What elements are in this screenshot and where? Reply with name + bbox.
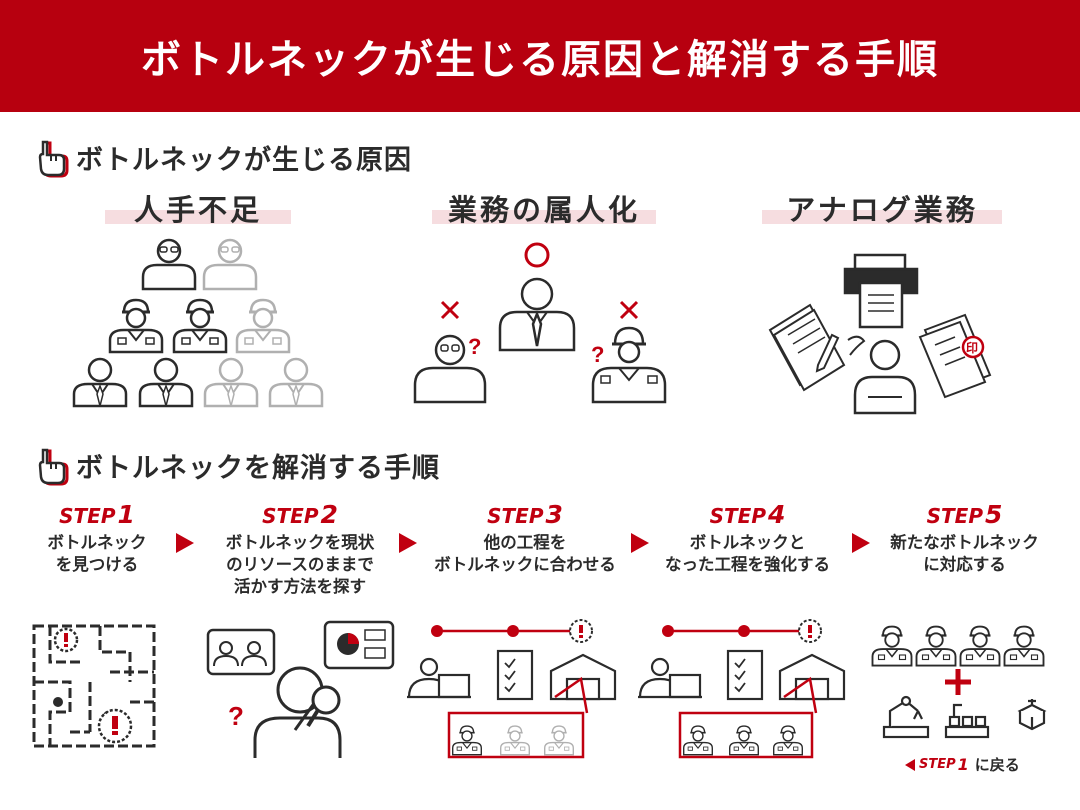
step-5-desc: 新たなボトルネック に対応する [890,533,1039,574]
adjust-process-illustration [407,619,617,759]
step-5: STEP5 新たなボトルネック に対応する [872,500,1057,576]
step-1-desc: ボトルネック を見つける [47,533,147,574]
step-3: STEP3 他の工程を ボトルネックに合わせる [415,500,635,576]
box-stack-icon [1017,699,1047,731]
svg-text:印: 印 [966,341,978,355]
staff-pyramid-illustration [72,238,324,408]
steps-heading: ボトルネックを解消する手順 [34,446,440,485]
strengthen-process-illustration [638,619,846,759]
analog-work-illustration: 印 [768,253,992,415]
cause-label-staff-shortage: 人手不足 [105,190,291,227]
ng-mark-icon-left [440,300,460,320]
paper-stack-right [918,313,992,399]
alert-icon-large [97,708,133,744]
step-4-desc: ボトルネックと なった工程を強化する [665,533,830,574]
conveyor-icon [944,703,990,739]
step-2-desc: ボトルネックを現状 のリソースのままで 活かす方法を探す [225,533,375,596]
svg-text:?: ? [591,342,604,367]
page-title: ボトルネックが生じる原因と解消する手順 [141,37,939,83]
ok-mark-icon [524,242,550,268]
ng-mark-icon-right [619,300,639,320]
header-banner: ボトルネックが生じる原因と解消する手順 [0,0,1080,112]
step-arrow [399,533,417,553]
back-arrow-icon [905,758,915,771]
magnifier-icon [306,685,341,728]
cause-label-personalization: 業務の属人化 [432,190,656,227]
video-call-panel [206,628,276,676]
paper-stack-left [768,303,846,392]
plus-icon [945,669,971,695]
printer-icon [843,253,919,329]
causes-heading: ボトルネックが生じる原因 [34,138,412,177]
step-2: STEP2 ボトルネックを現状 のリソースのままで 活かす方法を探す [205,500,395,598]
thinking-person-illustration: ? [206,620,395,758]
robot-arm-icon [882,695,930,739]
new-bottleneck-illustration [871,625,1047,739]
pointing-hand-icon [38,448,69,485]
step-arrow [852,533,870,553]
step-arrow [176,533,194,553]
seal-stamp-icon [961,335,985,359]
step-4: STEP4 ボトルネックと なった工程を強化する [650,500,845,576]
analytics-panel [323,620,395,670]
svg-text:?: ? [228,701,244,731]
step-1: STEP1 ボトルネック を見つける [22,500,172,576]
alert-icon-small [53,627,79,653]
worried-person [853,339,917,415]
step-arrow [631,533,649,553]
svg-text:?: ? [468,334,481,359]
maze-illustration [32,624,156,748]
pointing-hand-icon [38,140,69,177]
personalization-illustration: ? ? [413,242,667,404]
step-3-desc: 他の工程を ボトルネックに合わせる [434,533,616,574]
steps-heading-text: ボトルネックを解消する手順 [76,453,440,484]
causes-heading-text: ボトルネックが生じる原因 [76,145,412,176]
cause-label-analog-work: アナログ業務 [762,190,1002,227]
